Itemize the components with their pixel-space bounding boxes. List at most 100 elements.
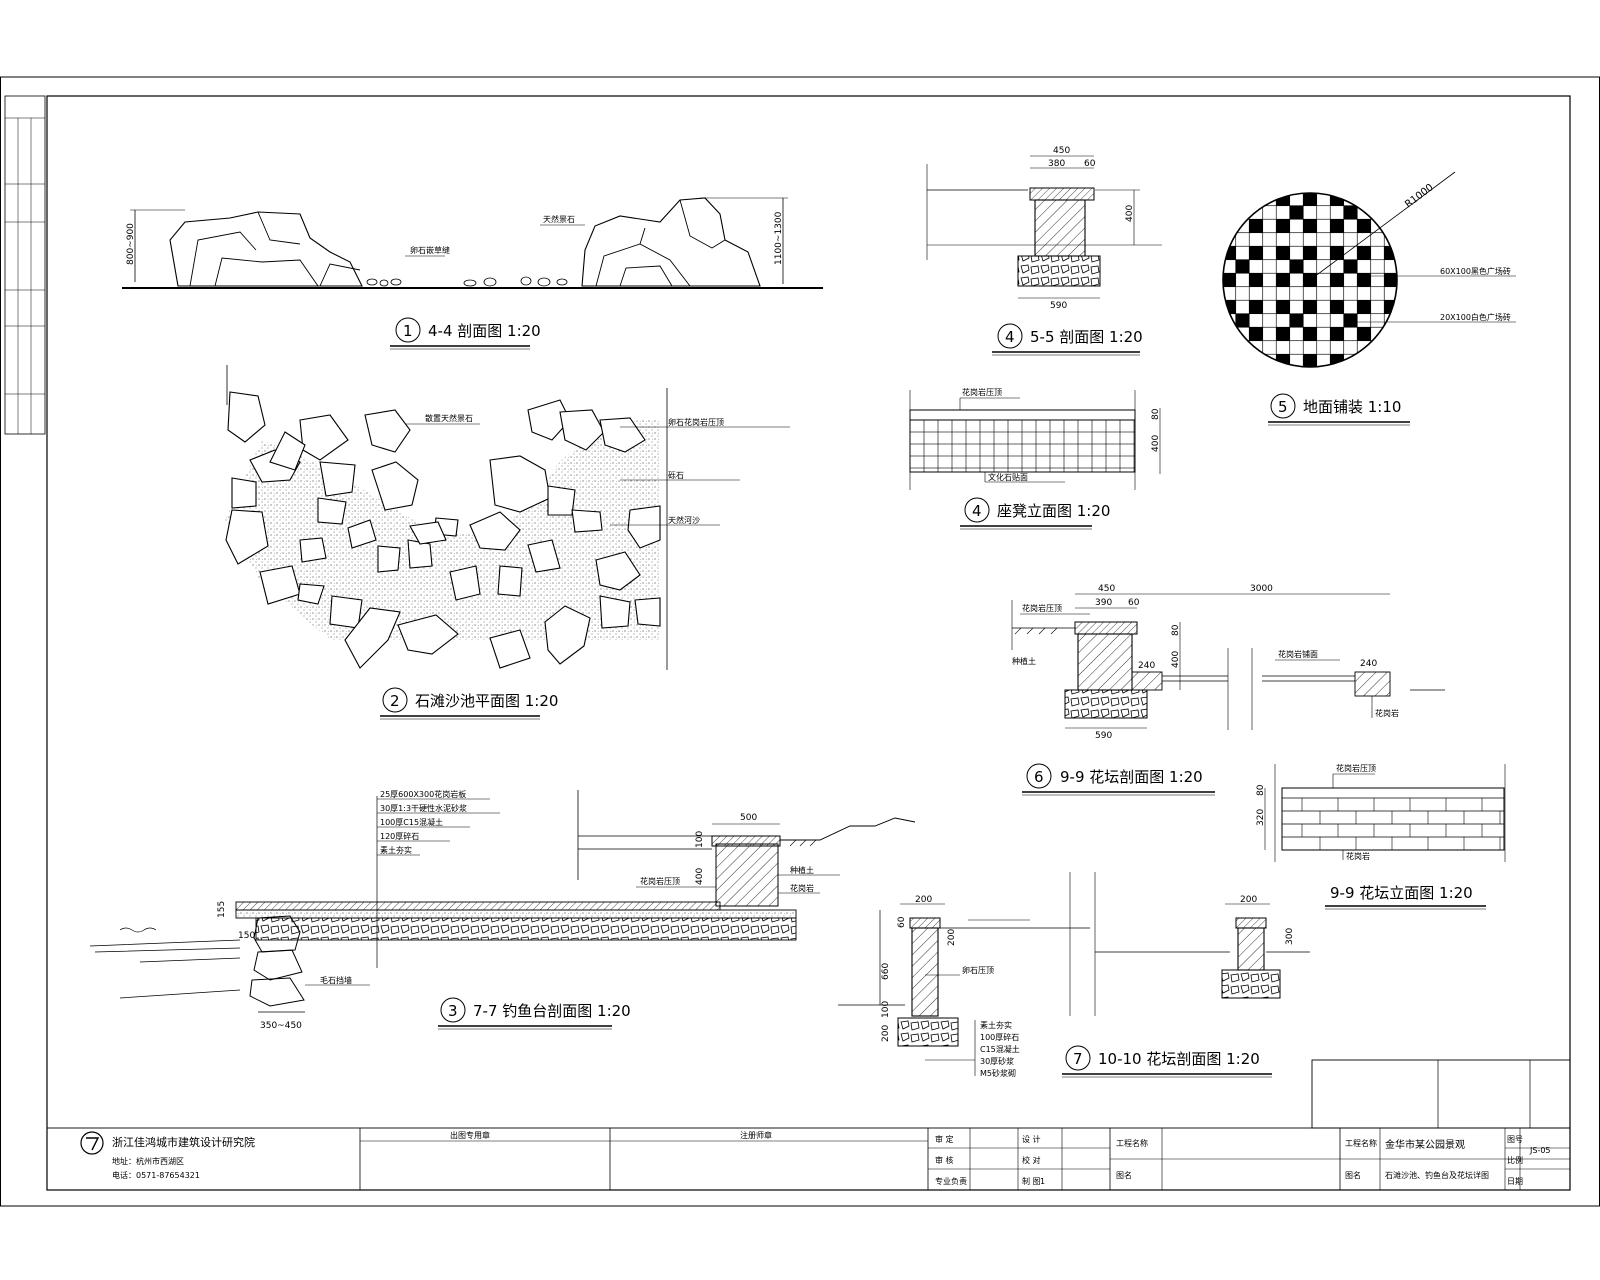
note-p7c: 100厚碎石 (980, 1032, 1019, 1042)
tile-black (1343, 313, 1358, 328)
dim-660: 660 (881, 963, 891, 980)
dim-1100-1300: 1100~1300 (774, 211, 784, 265)
tile-black (1356, 193, 1372, 207)
tile-white (1370, 286, 1385, 301)
tile-white (1262, 245, 1277, 261)
tb-col-c: 专业负责 (935, 1176, 967, 1186)
tile-white (1275, 286, 1291, 301)
tile-white (1316, 286, 1331, 301)
detail-4b-number: 4 (972, 502, 982, 520)
tile-white (1262, 326, 1277, 342)
detail-4a-section: 450 380 60 400 590 4 5-5 剖面图 1:20 (926, 146, 1162, 356)
tile-black (1235, 313, 1250, 328)
note-layer3: 100厚C15混凝土 (380, 817, 443, 827)
tile-black (1275, 245, 1291, 261)
tb-drawing-label-2: 图名 (1345, 1170, 1361, 1180)
dim-450-a: 450 (1053, 146, 1070, 156)
tile-white (1235, 232, 1250, 247)
tile-white (1235, 245, 1250, 261)
tile-white (1383, 340, 1397, 355)
detail-7-title: 10-10 花坛剖面图 1:20 (1098, 1050, 1260, 1068)
note-gravel: 砾石 (668, 470, 684, 480)
note-pebble: 卵石嵌草缝 (410, 245, 450, 255)
tile-black (1248, 218, 1264, 234)
tile-white (1370, 353, 1385, 367)
tile-white (1275, 340, 1291, 355)
note-cap-pave: 花岗岩铺面 (1278, 649, 1318, 659)
tile-white (1262, 259, 1277, 274)
tile-white (1248, 313, 1264, 328)
tile-black (1275, 218, 1291, 234)
tile-black (1302, 299, 1318, 315)
dim-300: 300 (1285, 928, 1295, 945)
tile-white (1370, 232, 1385, 247)
tile-white (1262, 340, 1277, 355)
tile-white (1248, 286, 1264, 301)
tile-black (1235, 259, 1250, 274)
dim-240-b: 240 (1360, 659, 1377, 669)
note-wall-stone-6: 花岗岩 (1375, 708, 1399, 718)
detail-2-number: 2 (390, 692, 400, 710)
dim-390: 390 (1095, 598, 1112, 608)
tile-white (1316, 272, 1331, 288)
note-planter-top: 花岗岩压顶 (1022, 603, 1062, 613)
tile-white (1302, 205, 1318, 220)
tb-sheet-label: 图号 (1507, 1135, 1523, 1144)
dim-r1000: R1000 (1403, 182, 1436, 210)
note-p7b: 素土夯实 (980, 1020, 1012, 1030)
brick-courses (1282, 797, 1504, 850)
note-layer5: 素土夯实 (380, 845, 412, 855)
tile-black (1343, 259, 1358, 274)
tile-white (1262, 232, 1277, 247)
tile-white (1329, 313, 1345, 328)
tile-white (1223, 205, 1237, 220)
tb-project: 金华市某公园景观 (1385, 1138, 1465, 1151)
tb-col-e: 校 对 (1022, 1155, 1041, 1165)
dim-200-b: 200 (881, 1025, 891, 1042)
tile-black (1383, 218, 1397, 234)
note-stone-cap: 花岗岩压顶 (640, 876, 680, 886)
stamp-b: 注册师章 (740, 1130, 772, 1140)
tile-black (1302, 326, 1318, 342)
tile-white (1329, 205, 1345, 220)
note-p7a: 卵石压顶 (962, 965, 994, 975)
detail-4a-title: 5-5 剖面图 1:20 (1030, 328, 1143, 346)
tile-white (1370, 193, 1385, 207)
tile-white (1316, 245, 1331, 261)
tb-drawing-label: 图名 (1116, 1170, 1132, 1180)
tile-white (1275, 259, 1291, 274)
tile-black (1248, 326, 1264, 342)
dim-450-6: 450 (1098, 584, 1115, 594)
tb-version: 1 (1040, 1177, 1045, 1186)
tb-col-b: 审 核 (935, 1155, 954, 1165)
company-phone: 电话：0571-87654321 (112, 1170, 200, 1180)
detail-7-section: 200 60 660 100 200 200 200 300 卵石压顶 素土夯实… (838, 872, 1310, 1078)
tb-col-d: 设 计 (1022, 1134, 1041, 1144)
tile-black (1248, 193, 1264, 207)
dim-200-d: 200 (1240, 895, 1257, 905)
tile-black (1223, 272, 1237, 288)
dim-80-b: 80 (1151, 408, 1161, 420)
tb-drawing: 石滩沙池、钓鱼台及花坛详图 (1385, 1170, 1489, 1180)
dim-590-a: 590 (1050, 301, 1067, 311)
dim-60-6: 60 (1128, 598, 1140, 608)
tile-black (1329, 218, 1345, 234)
detail-2-plan: 散置天然景石 卵石花岗岩压顶 砾石 天然河沙 2 石滩沙池平面图 1:20 (225, 365, 790, 720)
note-seat-top: 花岗岩压顶 (962, 387, 1002, 397)
tile-black (1223, 353, 1237, 367)
tile-black (1329, 326, 1345, 342)
note-sand: 天然河沙 (668, 515, 700, 525)
tb-project-label: 工程名称 (1116, 1138, 1148, 1148)
tile-white (1343, 286, 1358, 301)
detail-6-title: 9-9 花坛剖面图 1:20 (1060, 768, 1203, 786)
tile-black (1383, 326, 1397, 342)
tile-black (1275, 326, 1291, 342)
note-layer2: 30厚1:3干硬性水泥砂浆 (380, 803, 467, 813)
tile-black (1356, 245, 1372, 261)
tile-white (1316, 313, 1331, 328)
dim-500: 500 (740, 813, 757, 823)
note-wall-stone-9: 花岗岩 (1346, 851, 1370, 861)
detail-6-section: 450 3000 390 60 80 400 240 240 590 花岗岩压顶… (1011, 584, 1445, 796)
tile-white (1235, 353, 1250, 367)
tile-black (1343, 205, 1358, 220)
